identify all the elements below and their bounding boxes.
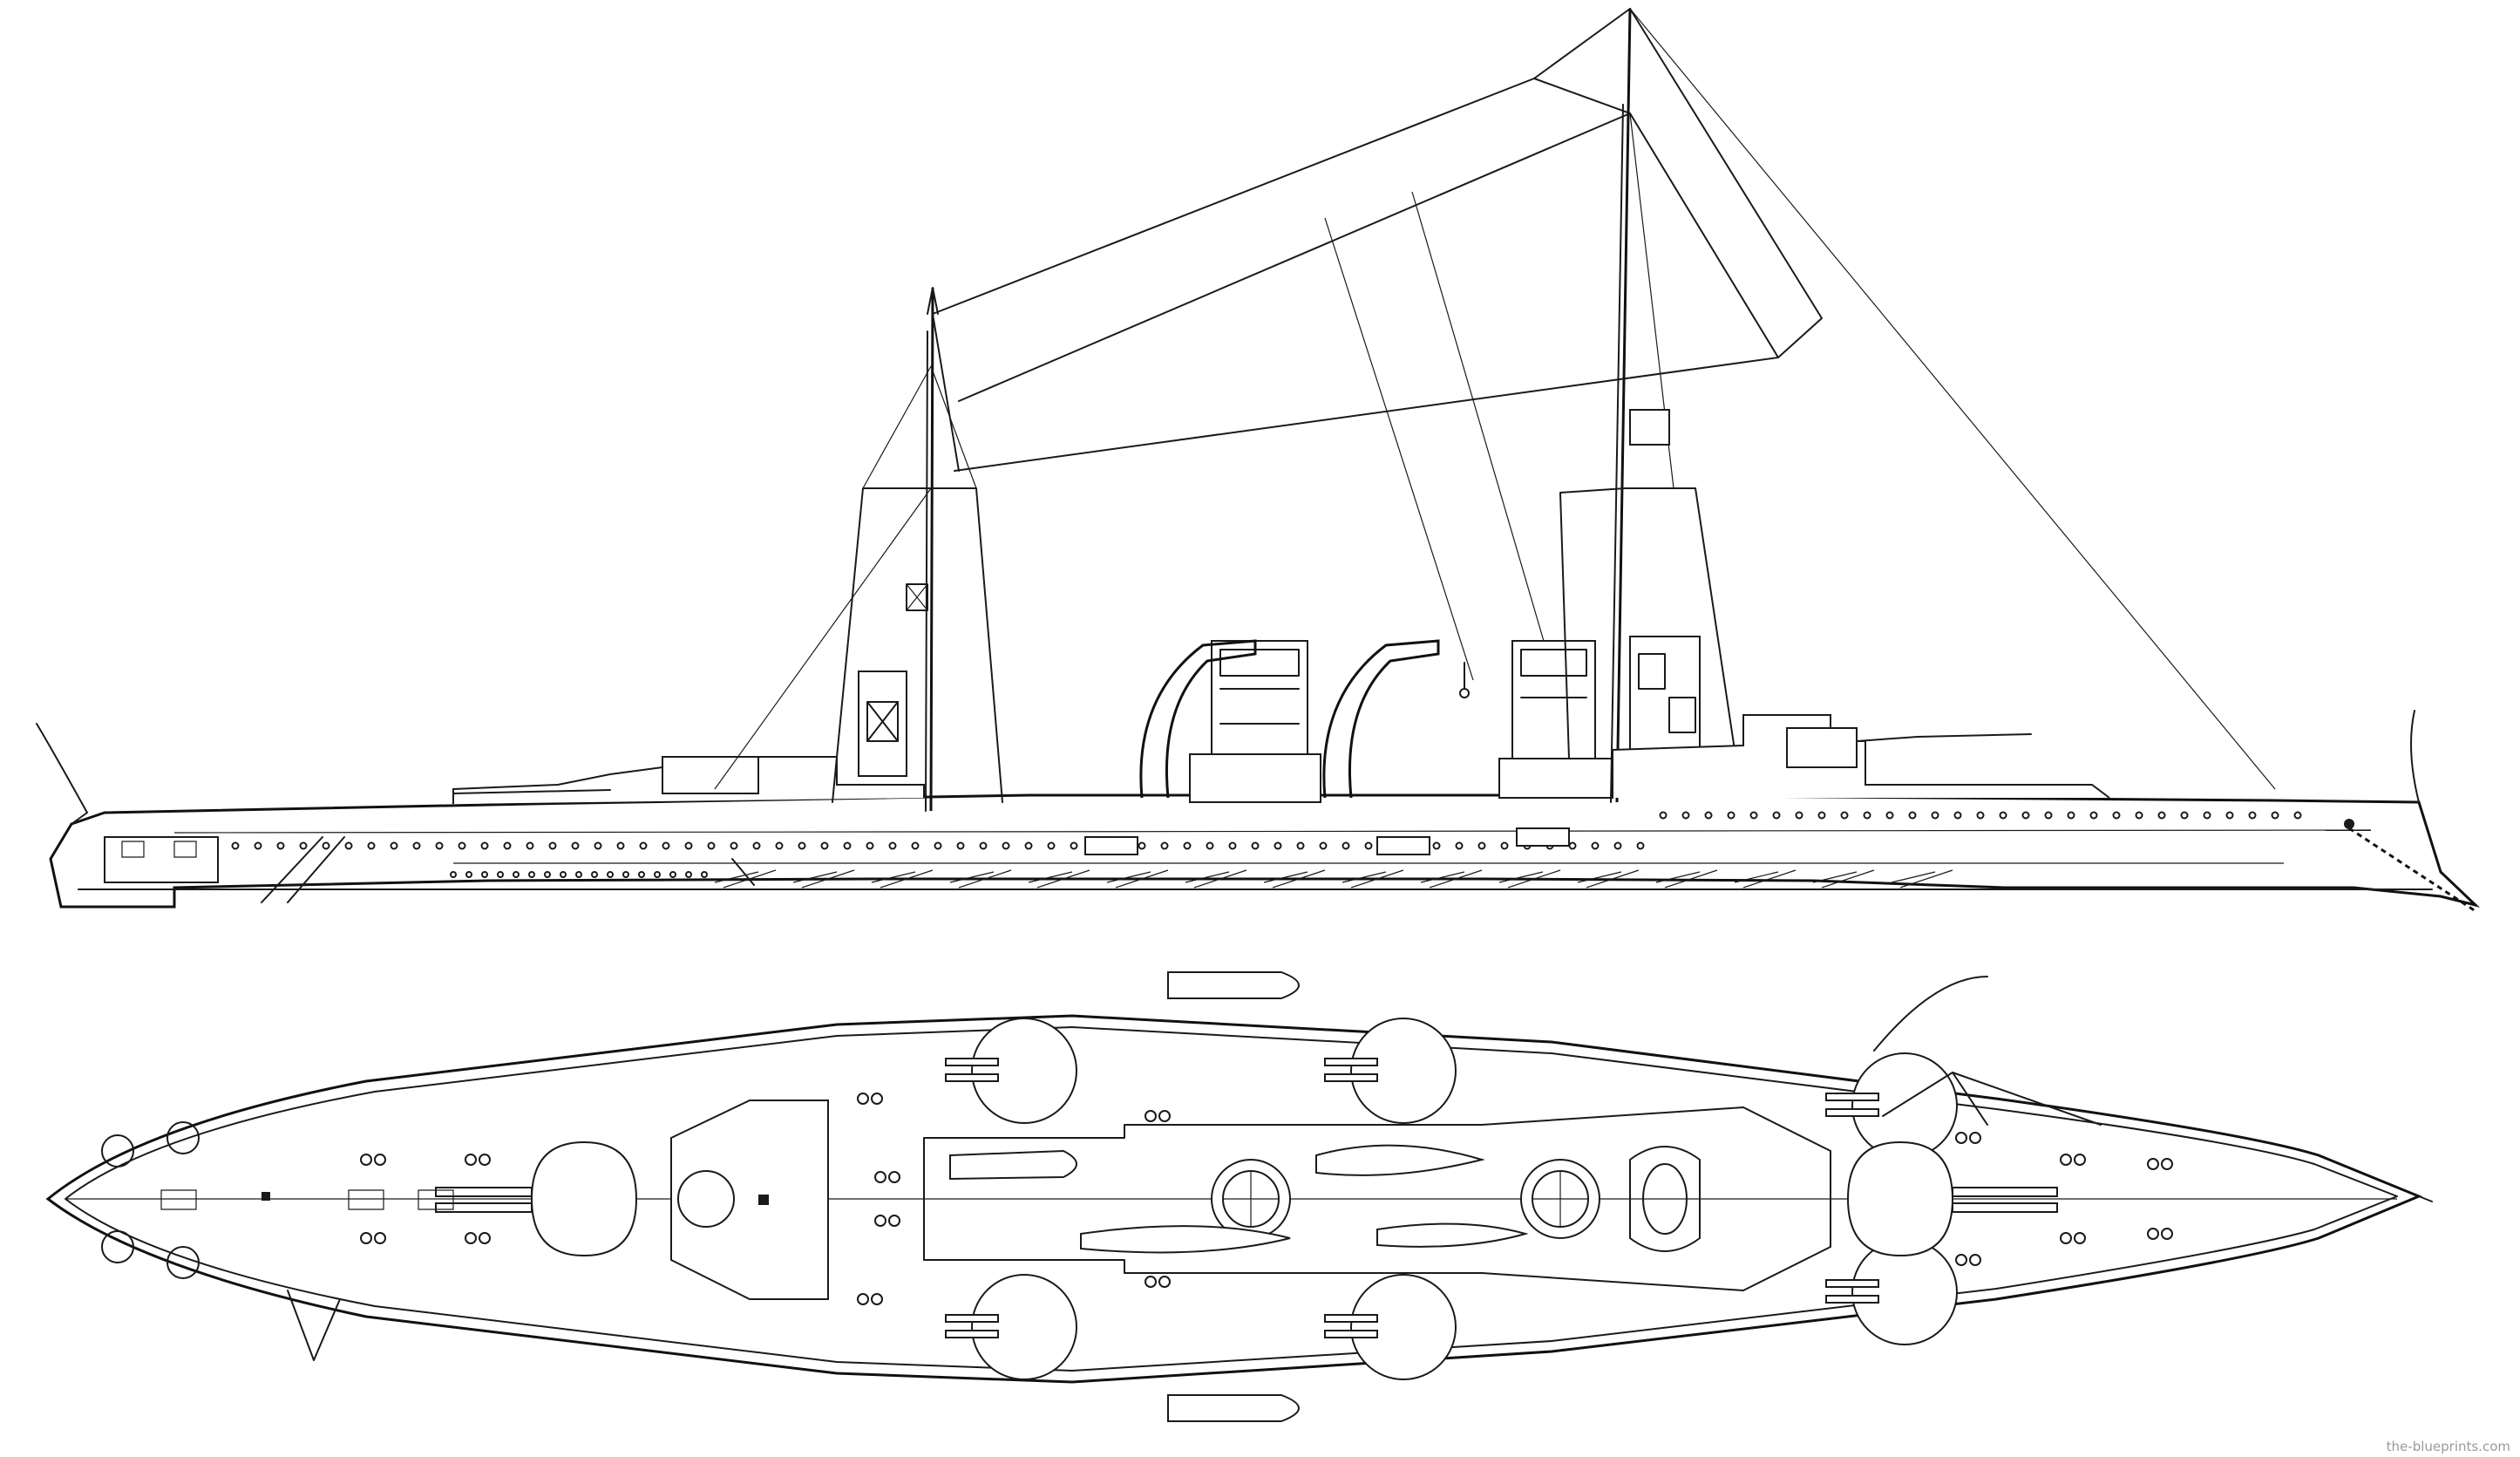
funnel-fwd [1512,641,1595,763]
casemate-guns [1085,828,1569,854]
ship-boats-plan [950,972,1525,1421]
bow-sheer [37,724,87,824]
boat-crane-fwd [1324,641,1438,798]
fore-gun-barrel [1857,734,2031,741]
side-elevation-view [37,9,2476,911]
turret-fwd-plan [1848,1142,2057,1256]
armour-belt-hatching [715,870,1953,888]
aft-mast-top [927,288,938,314]
rigging-aft-stay [715,488,931,789]
fore-turret [1787,728,1857,767]
accommodation-ladder [262,837,754,902]
bridge-plan [1630,1147,1700,1251]
plan-view [48,972,2432,1421]
derrick-boom-plan [1874,977,2101,1125]
central-deckhouse-plan [924,1107,1831,1290]
funnel-base-fwd [1499,759,1613,798]
rigging-fore-stay [1630,9,2275,789]
deck-edge-plan [65,1027,2397,1371]
stern-gallery [105,837,218,882]
aft-mast [931,288,933,811]
radio-aerials [933,9,1822,698]
watermark-text: the-blueprints.com [2387,1439,2510,1454]
funnel-aft [1212,641,1308,772]
anchor-cable [2344,819,2476,911]
aft-deckhouse-plan [671,1100,828,1299]
gun-sponsons [946,1018,1957,1379]
stern-post [2411,711,2419,802]
boat-crane-aft [1141,641,1255,798]
funnel-aft-plan [1212,1160,1290,1238]
aft-control-tower [859,671,907,776]
deck-line-upper [174,830,2371,833]
funnel-base-aft [1190,754,1321,802]
quarter-bulges [102,1122,340,1360]
bow-tip-plan [2419,1196,2432,1202]
fore-mast [1617,9,1630,802]
funnel-fwd-plan [1521,1160,1600,1238]
fore-top [1630,410,1669,445]
deck-fittings [361,1093,2172,1304]
aft-turret [662,757,758,793]
stern-gratings [161,1190,453,1209]
turret-aft-plan [436,1142,636,1256]
portholes [233,813,2301,878]
fore-mast-rigging-frame [1560,488,1735,759]
